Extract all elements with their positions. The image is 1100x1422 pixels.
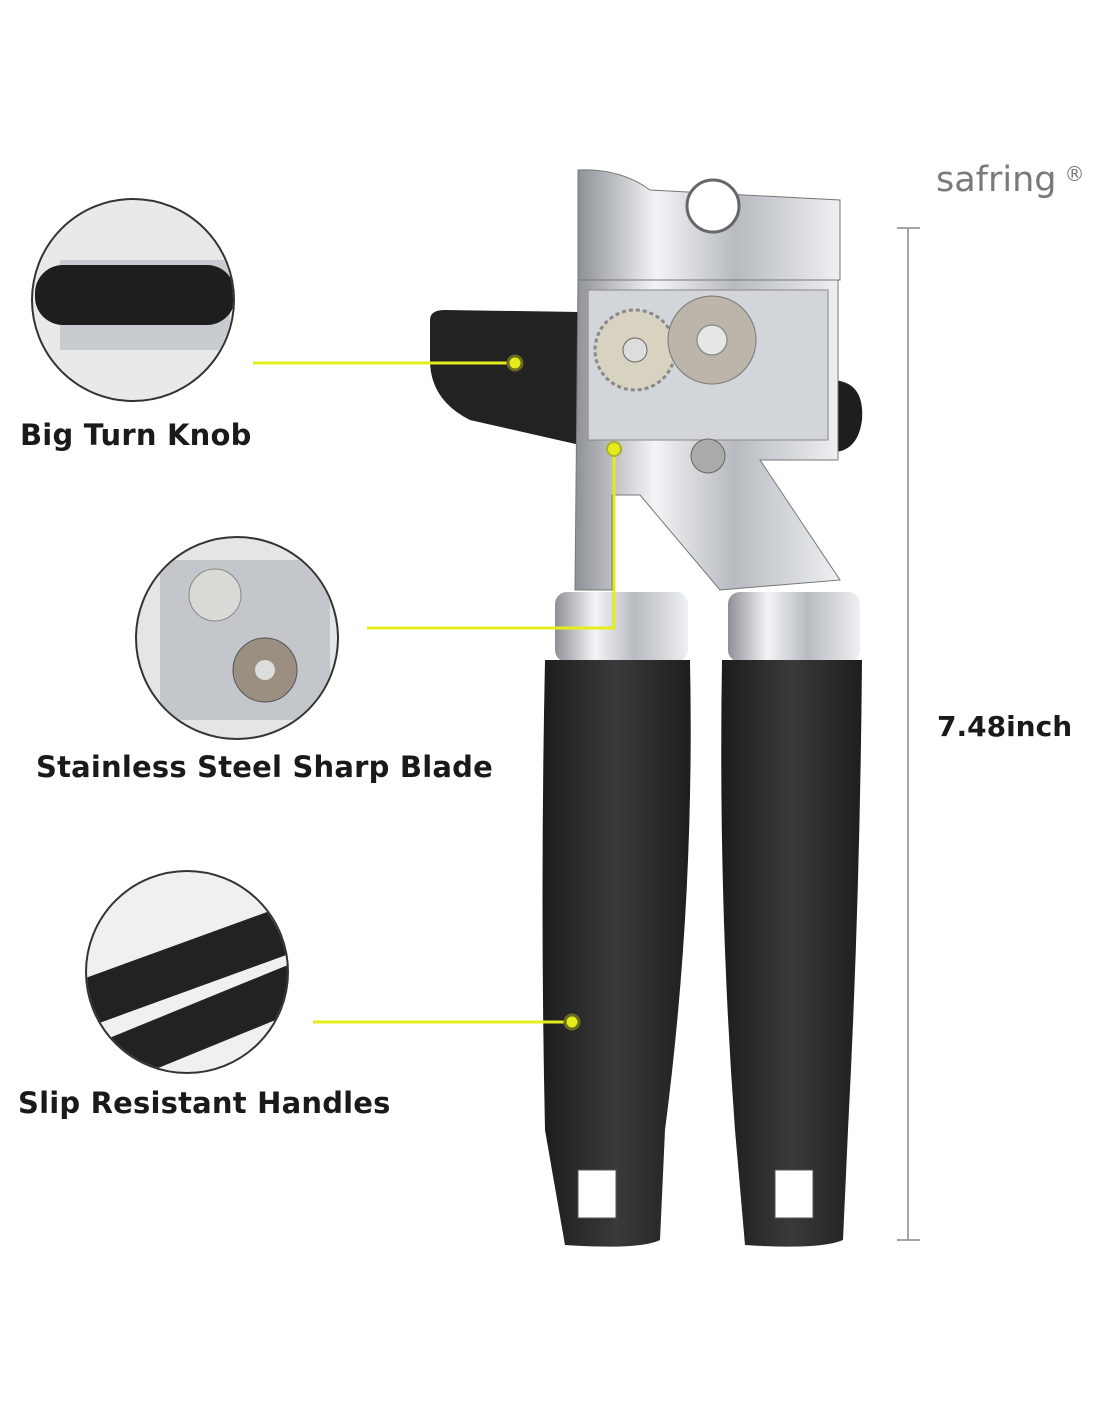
registered-mark: ® [1064,162,1085,186]
brand-logo: safring ® [936,160,1085,200]
feature-label-blade: Stainless Steel Sharp Blade [36,750,493,784]
callout-handles [313,1013,581,1031]
can-opener-image [430,169,863,1247]
feature-label-knob: Big Turn Knob [20,418,252,452]
blade-gear-closeup-icon [135,536,339,740]
callout-big-turn-knob [253,354,524,372]
handles-closeup-icon [85,870,289,1074]
brand-name: safring [936,160,1057,200]
dimension-label: 7.48inch [937,710,1073,743]
turn-knob-closeup-icon [31,198,235,402]
dimension-line [897,227,920,1241]
callout-blade [367,441,622,630]
feature-label-handles: Slip Resistant Handles [18,1086,391,1120]
